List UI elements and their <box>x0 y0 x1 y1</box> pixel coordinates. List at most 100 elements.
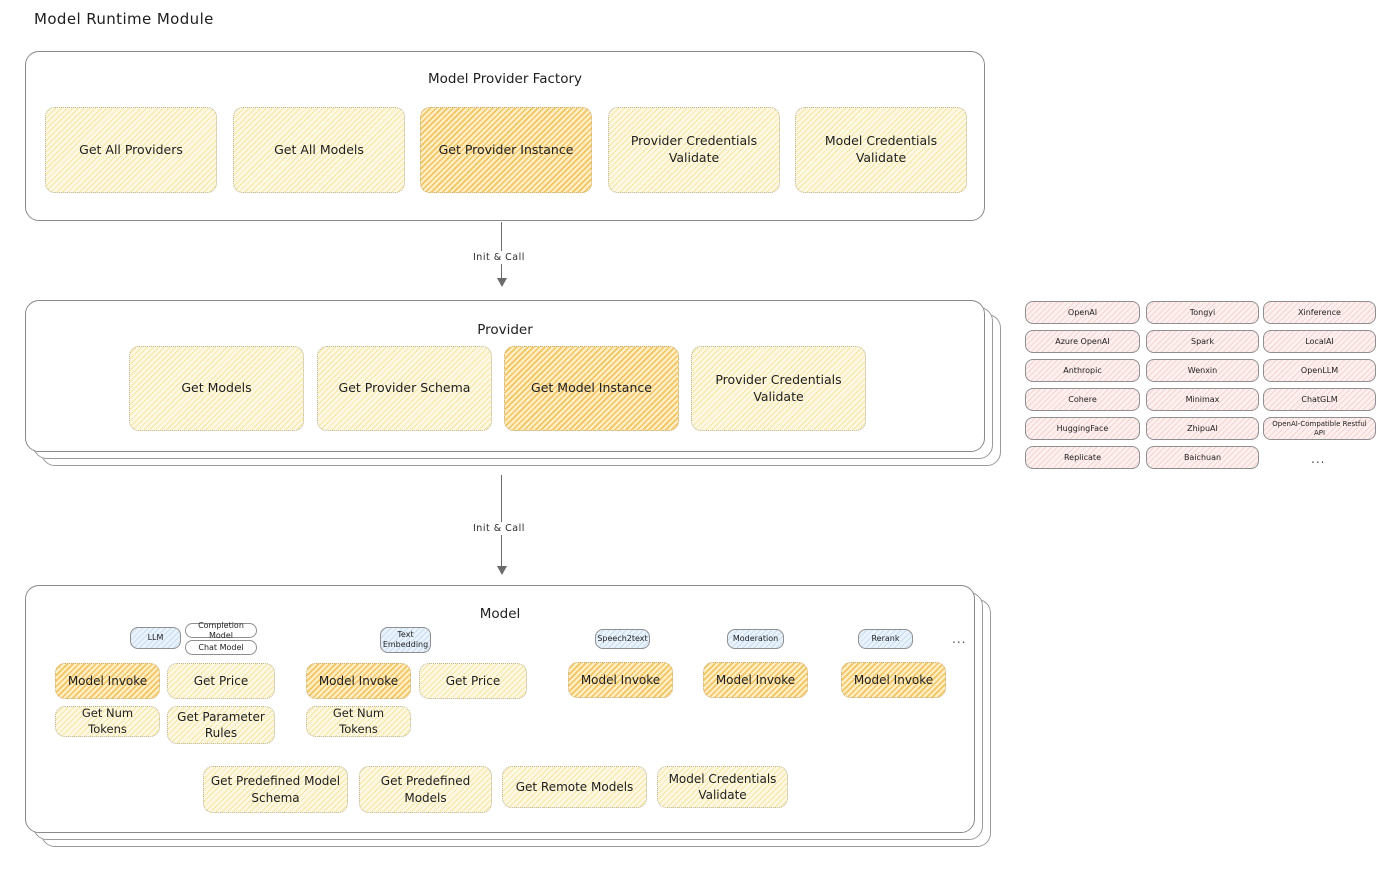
node-provider-credentials-validate[interactable]: Provider Credentials Validate <box>608 107 780 193</box>
provider-chip-label: Replicate <box>1063 452 1101 462</box>
node-get-predefined-models[interactable]: Get Predefined Models <box>359 766 492 813</box>
model-type-label: Text Embedding <box>382 630 429 649</box>
node-label: Get Provider Instance <box>438 141 574 157</box>
panel-model: Model <box>25 585 975 833</box>
model-type-label: Rerank <box>871 634 900 643</box>
node-get-predefined-model-schema[interactable]: Get Predefined Model Schema <box>203 766 348 813</box>
node-llm-model-invoke[interactable]: Model Invoke <box>55 663 160 699</box>
provider-chip-minimax[interactable]: Minimax <box>1146 388 1259 411</box>
provider-chip-cohere[interactable]: Cohere <box>1025 388 1140 411</box>
provider-chip-openai-compatible-restful-api[interactable]: OpenAI-Compatible Restful API <box>1263 417 1376 440</box>
provider-chip-huggingface[interactable]: HuggingFace <box>1025 417 1140 440</box>
node-llm-get-price[interactable]: Get Price <box>167 663 275 699</box>
model-type-chip-text-embedding[interactable]: Text Embedding <box>380 627 431 653</box>
node-speech2text-model-invoke[interactable]: Model Invoke <box>568 662 673 698</box>
connector-label-2: Init & Call <box>469 522 529 535</box>
node-get-all-models[interactable]: Get All Models <box>233 107 405 193</box>
provider-chip-label: Anthropic <box>1063 365 1102 375</box>
node-model-credentials-validate[interactable]: Model Credentials Validate <box>795 107 967 193</box>
node-text-embedding-get-num-tokens[interactable]: Get Num Tokens <box>306 706 411 737</box>
provider-chip-label: HuggingFace <box>1056 423 1109 433</box>
node-label: Model Invoke <box>853 672 934 687</box>
provider-chip-label: OpenLLM <box>1300 365 1339 375</box>
node-label: Get Models <box>181 380 252 396</box>
node-label: Get Model Instance <box>531 380 652 396</box>
connector-arrowhead-1 <box>497 278 507 287</box>
model-type-chip-llm[interactable]: LLM <box>130 627 181 649</box>
provider-chip-baichuan[interactable]: Baichuan <box>1146 446 1259 469</box>
provider-chip-label: Cohere <box>1068 394 1097 404</box>
model-type-label: Moderation <box>732 634 779 643</box>
node-label: Model Invoke <box>715 672 796 687</box>
node-llm-get-num-tokens[interactable]: Get Num Tokens <box>55 706 160 737</box>
node-model-credentials-validate-3[interactable]: Model Credentials Validate <box>657 766 788 808</box>
model-subtype-label: Completion Model <box>198 620 244 640</box>
provider-chip-label: Wenxin <box>1187 365 1218 375</box>
provider-chip-azure-openai[interactable]: Azure OpenAI <box>1025 330 1140 353</box>
model-subtype-chip-chat-model[interactable]: Chat Model <box>185 640 257 655</box>
provider-chip-xinference[interactable]: Xinference <box>1263 301 1376 324</box>
node-label: Model Invoke <box>580 672 661 687</box>
node-label: Get Predefined Models <box>380 774 471 805</box>
node-label: Model Credentials Validate <box>824 133 938 165</box>
node-label: Provider Credentials Validate <box>715 371 842 404</box>
node-provider-credentials-validate-2[interactable]: Provider Credentials Validate <box>691 346 866 431</box>
provider-chip-zhipuai[interactable]: ZhipuAI <box>1146 417 1259 440</box>
page-title: Model Runtime Module <box>34 10 214 28</box>
node-get-provider-schema[interactable]: Get Provider Schema <box>317 346 492 431</box>
model-type-label: LLM <box>147 633 164 642</box>
panel-title-provider: Provider <box>477 322 533 338</box>
node-llm-get-parameter-rules[interactable]: Get Parameter Rules <box>167 706 275 744</box>
node-rerank-model-invoke[interactable]: Model Invoke <box>841 662 946 698</box>
node-label: Get All Providers <box>79 141 183 157</box>
provider-chip-label: OpenAI <box>1067 307 1098 317</box>
provider-chip-spark[interactable]: Spark <box>1146 330 1259 353</box>
node-label: Model Invoke <box>67 673 148 688</box>
node-text-embedding-model-invoke[interactable]: Model Invoke <box>306 663 411 699</box>
node-label: Get Provider Schema <box>338 380 471 396</box>
node-label: Model Invoke <box>318 673 399 688</box>
connector-label-1: Init & Call <box>469 251 529 264</box>
node-label: Get Price <box>193 673 249 688</box>
provider-chip-openai[interactable]: OpenAI <box>1025 301 1140 324</box>
provider-chip-label: OpenAI-Compatible Restful API <box>1272 419 1367 437</box>
provider-chip-wenxin[interactable]: Wenxin <box>1146 359 1259 382</box>
node-moderation-model-invoke[interactable]: Model Invoke <box>703 662 808 698</box>
provider-chip-chatglm[interactable]: ChatGLM <box>1263 388 1376 411</box>
node-get-all-providers[interactable]: Get All Providers <box>45 107 217 193</box>
node-get-model-instance[interactable]: Get Model Instance <box>504 346 679 431</box>
panel-title-model: Model <box>479 606 521 622</box>
node-get-remote-models[interactable]: Get Remote Models <box>502 766 647 808</box>
node-get-provider-instance[interactable]: Get Provider Instance <box>420 107 592 193</box>
model-type-chip-rerank[interactable]: Rerank <box>858 629 913 649</box>
model-types-more: ... <box>952 632 967 646</box>
model-type-label: Speech2text <box>597 634 648 643</box>
provider-chip-anthropic[interactable]: Anthropic <box>1025 359 1140 382</box>
provider-chip-replicate[interactable]: Replicate <box>1025 446 1140 469</box>
provider-chip-tongyi[interactable]: Tongyi <box>1146 301 1259 324</box>
connector-arrowhead-2 <box>497 566 507 575</box>
provider-chip-label: Xinference <box>1298 307 1341 317</box>
node-label: Get Price <box>445 673 501 688</box>
node-label: Get Parameter Rules <box>177 709 265 740</box>
node-get-models[interactable]: Get Models <box>129 346 304 431</box>
model-type-chip-speech2text[interactable]: Speech2text <box>595 629 650 649</box>
node-label: Get Remote Models <box>515 779 634 794</box>
provider-chip-label: ChatGLM <box>1301 394 1338 404</box>
provider-chip-label: Spark <box>1191 336 1214 346</box>
node-label: Get All Models <box>274 141 364 157</box>
panel-title-factory: Model Provider Factory <box>427 71 582 87</box>
node-label: Provider Credentials Validate <box>630 133 758 165</box>
provider-chip-openllm[interactable]: OpenLLM <box>1263 359 1376 382</box>
provider-chip-localai[interactable]: LocalAI <box>1263 330 1376 353</box>
provider-chip-label: Minimax <box>1185 394 1220 404</box>
model-subtype-label: Chat Model <box>198 642 244 652</box>
provider-chip-label: LocalAI <box>1305 336 1334 346</box>
model-subtype-chip-completion-model[interactable]: Completion Model <box>185 620 257 640</box>
provider-list-more: ... <box>1311 452 1326 466</box>
node-text-embedding-get-price[interactable]: Get Price <box>419 663 527 699</box>
model-type-chip-moderation[interactable]: Moderation <box>727 629 784 649</box>
provider-chip-label: Azure OpenAI <box>1055 336 1110 346</box>
provider-chip-label: ZhipuAI <box>1187 423 1218 433</box>
